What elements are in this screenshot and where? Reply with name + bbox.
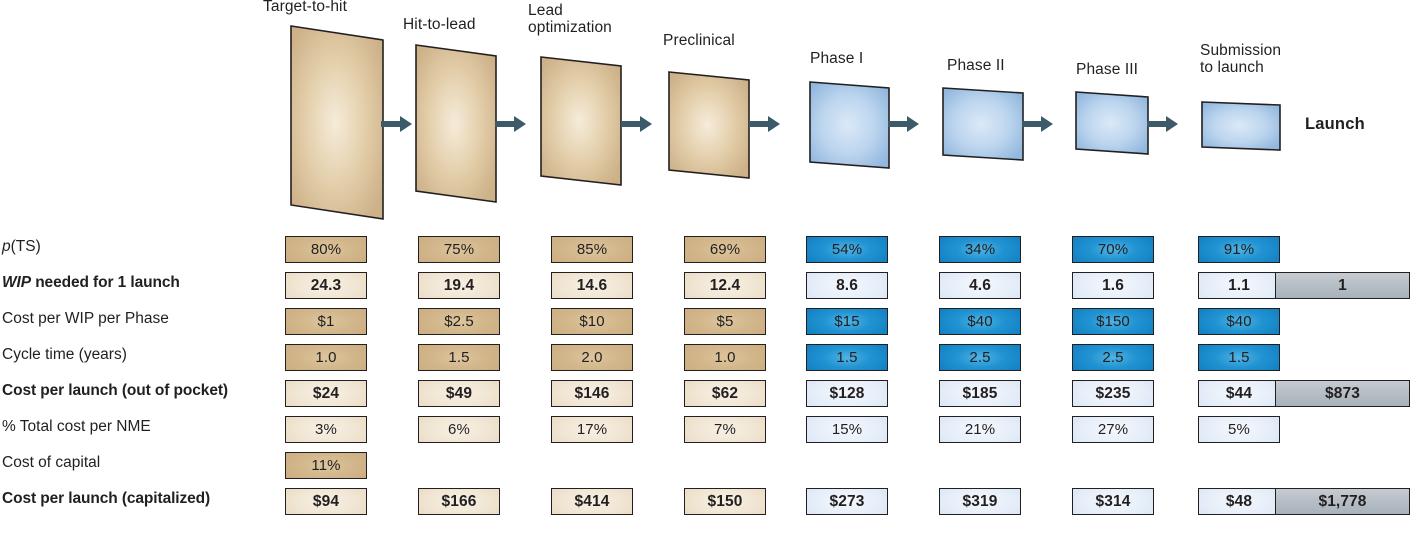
metric-cell: $128 bbox=[806, 380, 888, 407]
metric-cell: 75% bbox=[418, 236, 500, 263]
metric-cell: $150 bbox=[1072, 308, 1154, 335]
metric-cell: 91% bbox=[1198, 236, 1280, 263]
flow-arrow-7 bbox=[1147, 114, 1179, 134]
metric-cell: $24 bbox=[285, 380, 367, 407]
row-label-2: WIP needed for 1 launch bbox=[2, 274, 180, 291]
metric-cell: 17% bbox=[551, 416, 633, 443]
row-label-8: Cost per launch (capitalized) bbox=[2, 490, 211, 507]
metric-cell: $5 bbox=[684, 308, 766, 335]
launch-label: Launch bbox=[1305, 115, 1365, 133]
metric-cell: $185 bbox=[939, 380, 1021, 407]
metric-cell: $49 bbox=[418, 380, 500, 407]
metric-cell: 80% bbox=[285, 236, 367, 263]
metric-cell: 54% bbox=[806, 236, 888, 263]
metric-cell: 69% bbox=[684, 236, 766, 263]
row-label-4: Cycle time (years) bbox=[2, 346, 127, 363]
stage-shape-5 bbox=[806, 78, 895, 176]
stage-label-3: Lead optimization bbox=[528, 2, 612, 36]
metric-cell: 2.5 bbox=[1072, 344, 1154, 371]
metric-cell: 5% bbox=[1198, 416, 1280, 443]
metric-cell: $15 bbox=[806, 308, 888, 335]
flow-arrow-6 bbox=[1022, 114, 1054, 134]
metric-cell: 85% bbox=[551, 236, 633, 263]
metric-cell: $150 bbox=[684, 488, 766, 515]
stage-label-6: Phase II bbox=[947, 57, 1005, 74]
total-cell: $873 bbox=[1275, 380, 1410, 407]
metric-cell: $414 bbox=[551, 488, 633, 515]
metric-cell: $2.5 bbox=[418, 308, 500, 335]
metric-cell: $314 bbox=[1072, 488, 1154, 515]
metric-cell: 1.6 bbox=[1072, 272, 1154, 299]
metric-cell: $62 bbox=[684, 380, 766, 407]
row-label-7: Cost of capital bbox=[2, 454, 101, 471]
flow-arrow-4 bbox=[749, 114, 781, 134]
stage-shape-8 bbox=[1198, 98, 1286, 158]
metric-cell: 3% bbox=[285, 416, 367, 443]
stage-shape-3 bbox=[537, 53, 627, 193]
stage-label-7: Phase III bbox=[1076, 61, 1139, 78]
flow-arrow-1 bbox=[381, 114, 413, 134]
metric-cell: $40 bbox=[1198, 308, 1280, 335]
metric-cell: $166 bbox=[418, 488, 500, 515]
stage-label-5: Phase I bbox=[810, 50, 864, 67]
stage-shape-4 bbox=[665, 68, 755, 186]
metric-cell: 1.5 bbox=[1198, 344, 1280, 371]
row-label-3: Cost per WIP per Phase bbox=[2, 310, 169, 327]
stage-label-8: Submission to launch bbox=[1200, 42, 1282, 76]
metric-cell: $1 bbox=[285, 308, 367, 335]
flow-arrow-3 bbox=[621, 114, 653, 134]
metric-cell: 7% bbox=[684, 416, 766, 443]
total-cell: $1,778 bbox=[1275, 488, 1410, 515]
metric-cell: 1.1 bbox=[1198, 272, 1280, 299]
metric-cell: 12.4 bbox=[684, 272, 766, 299]
metric-cell: 2.0 bbox=[551, 344, 633, 371]
metric-cell: 4.6 bbox=[939, 272, 1021, 299]
stage-label-1: Target-to-hit bbox=[263, 0, 347, 15]
metric-cell: 27% bbox=[1072, 416, 1154, 443]
metric-cell: $10 bbox=[551, 308, 633, 335]
metric-cell: 34% bbox=[939, 236, 1021, 263]
flow-arrow-2 bbox=[495, 114, 527, 134]
stage-shape-7 bbox=[1072, 88, 1154, 162]
metric-cell: $44 bbox=[1198, 380, 1280, 407]
metric-cell: 1.0 bbox=[684, 344, 766, 371]
row-label-6: % Total cost per NME bbox=[2, 418, 151, 435]
metric-cell: 2.5 bbox=[939, 344, 1021, 371]
metric-cell: $94 bbox=[285, 488, 367, 515]
metric-cell: $273 bbox=[806, 488, 888, 515]
flow-arrow-5 bbox=[888, 114, 920, 134]
stage-shape-6 bbox=[939, 84, 1029, 168]
metric-cell: 1.5 bbox=[418, 344, 500, 371]
metrics-matrix: p(TS) 80% 75% 85% 69% 54% 34% 70% 91% WIP needed … bbox=[0, 228, 1410, 535]
stage-label-4: Preclinical bbox=[663, 32, 735, 49]
stage-shape-2 bbox=[412, 41, 502, 210]
metric-cell: 1.5 bbox=[806, 344, 888, 371]
metric-cell: $146 bbox=[551, 380, 633, 407]
metric-cell: 11% bbox=[285, 452, 367, 479]
stage-label-2: Hit-to-lead bbox=[403, 16, 476, 33]
metric-cell: 8.6 bbox=[806, 272, 888, 299]
metric-cell: 14.6 bbox=[551, 272, 633, 299]
metric-cell: 21% bbox=[939, 416, 1021, 443]
metric-cell: $40 bbox=[939, 308, 1021, 335]
metric-cell: 24.3 bbox=[285, 272, 367, 299]
stage-shape-1 bbox=[287, 22, 389, 227]
metric-cell: 19.4 bbox=[418, 272, 500, 299]
metric-cell: $48 bbox=[1198, 488, 1280, 515]
row-label-1: p(TS) bbox=[2, 238, 41, 255]
row-label-5: Cost per launch (out of pocket) bbox=[2, 382, 228, 399]
total-cell: 1 bbox=[1275, 272, 1410, 299]
metric-cell: $319 bbox=[939, 488, 1021, 515]
metric-cell: 15% bbox=[806, 416, 888, 443]
metric-cell: 6% bbox=[418, 416, 500, 443]
metric-cell: 70% bbox=[1072, 236, 1154, 263]
metric-cell: 1.0 bbox=[285, 344, 367, 371]
metric-cell: $235 bbox=[1072, 380, 1154, 407]
